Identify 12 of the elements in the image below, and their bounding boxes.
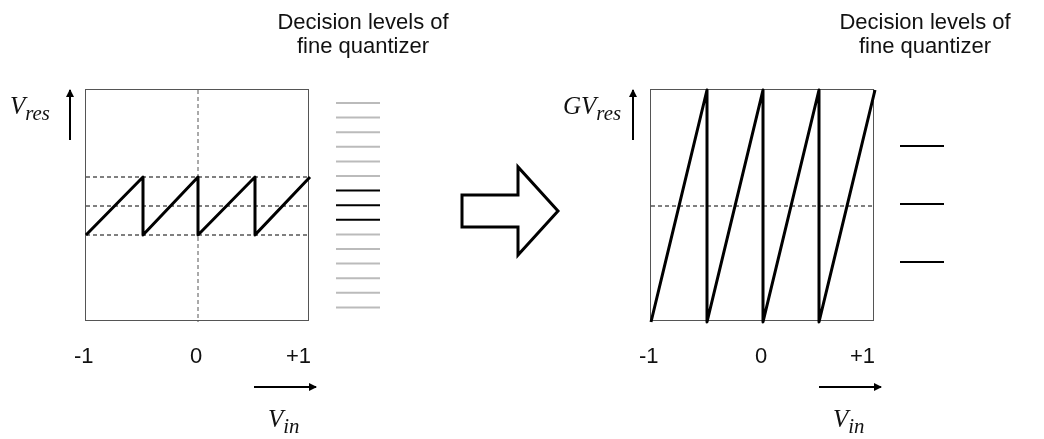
axis-label: V$_{in}$ xyxy=(833,405,865,438)
decision-levels-title: Decision levels of fine quantizer xyxy=(838,10,1012,59)
tick-label: -1 xyxy=(74,344,94,369)
axis-label: V$_{res}$ xyxy=(10,92,50,125)
tick-label: 0 xyxy=(190,344,203,369)
tick-label: +1 xyxy=(286,344,312,369)
tick-label: +1 xyxy=(850,344,876,369)
decision-levels-title: Decision levels of fine quantizer xyxy=(276,10,450,59)
axis-label: GV$_{res}$ xyxy=(563,92,621,125)
axis-label: V$_{in}$ xyxy=(268,405,300,438)
tick-label: 0 xyxy=(755,344,768,369)
tick-label: -1 xyxy=(639,344,659,369)
